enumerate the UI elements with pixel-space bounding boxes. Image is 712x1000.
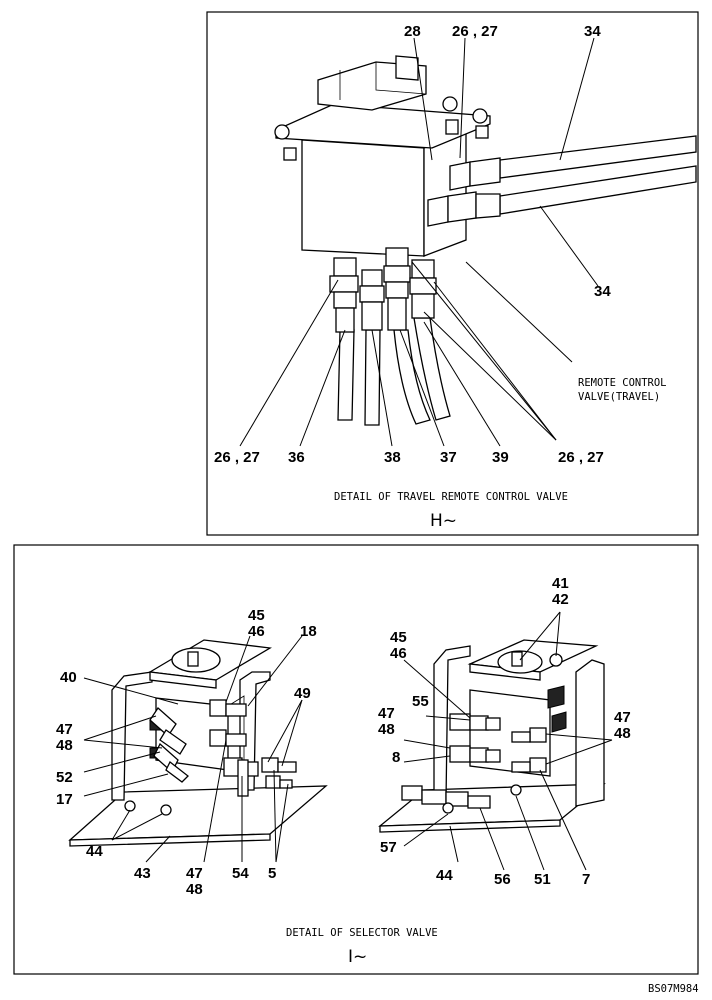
valve-block-front xyxy=(301,139,425,257)
top-leader-lines xyxy=(239,37,599,447)
callout-44-left: 44 xyxy=(86,843,103,860)
callout-47-right-b: 47 xyxy=(614,709,631,726)
bottom-panel-frame xyxy=(13,544,699,975)
callout-48-right-b: 48 xyxy=(614,725,631,742)
callout-45-right: 45 xyxy=(390,629,407,646)
callout-34-top: 34 xyxy=(584,23,601,40)
callout-38: 38 xyxy=(384,449,401,466)
right-fittings xyxy=(401,713,547,809)
callout-41: 41 xyxy=(552,575,569,592)
callout-45-left: 45 xyxy=(248,607,265,624)
top-view-mark: H~ xyxy=(430,511,457,531)
callout-37: 37 xyxy=(440,449,457,466)
callout-48-right-a: 48 xyxy=(378,721,395,738)
callout-47-left-b: 47 xyxy=(186,865,203,882)
callout-18: 18 xyxy=(300,623,317,640)
callout-17: 17 xyxy=(56,791,73,808)
bottom-fittings xyxy=(329,247,437,333)
callout-49: 49 xyxy=(294,685,311,702)
right-hoses xyxy=(499,135,697,215)
travel-remote-control-valve-drawing xyxy=(274,55,697,426)
left-base-plate xyxy=(68,785,328,841)
right-fittings xyxy=(427,157,501,227)
callout-47-right-a: 47 xyxy=(378,705,395,722)
component-label-line2: VALVE(TRAVEL) xyxy=(578,391,660,403)
top-caption: DETAIL OF TRAVEL REMOTE CONTROL VALVE xyxy=(334,491,568,503)
callout-43: 43 xyxy=(134,865,151,882)
callout-47-left-a: 47 xyxy=(56,721,73,738)
bottom-caption: DETAIL OF SELECTOR VALVE xyxy=(286,927,438,939)
callout-39: 39 xyxy=(492,449,509,466)
callout-46-right: 46 xyxy=(390,645,407,662)
callout-7: 7 xyxy=(582,871,590,888)
callout-28: 28 xyxy=(404,23,421,40)
bottom-callouts: 45 46 18 40 49 47 48 52 17 44 43 47 48 5… xyxy=(56,575,631,967)
mounting-bolts xyxy=(274,96,489,161)
callout-40: 40 xyxy=(60,669,77,686)
callout-34-right: 34 xyxy=(594,283,611,300)
callout-52: 52 xyxy=(56,769,73,786)
top-panel-frame xyxy=(206,11,699,536)
right-bracket xyxy=(433,645,471,801)
callout-26-27-right: 26 , 27 xyxy=(558,449,604,466)
callout-26-27-top: 26 , 27 xyxy=(452,23,498,40)
callout-48-left-b: 48 xyxy=(186,881,203,898)
callout-26-27-left: 26 , 27 xyxy=(214,449,260,466)
bottom-view-mark: I~ xyxy=(348,947,367,967)
callout-44-right: 44 xyxy=(436,867,453,884)
left-selector-valve-drawing xyxy=(68,639,328,847)
callout-56: 56 xyxy=(494,871,511,888)
callout-36: 36 xyxy=(288,449,305,466)
component-label-line1: REMOTE CONTROL xyxy=(578,377,667,389)
callout-54: 54 xyxy=(232,865,249,882)
callout-46-left: 46 xyxy=(248,623,265,640)
drawing-code: BS07M984 xyxy=(648,983,699,995)
bottom-leader-lines xyxy=(83,611,613,871)
callout-8: 8 xyxy=(392,749,400,766)
callout-55: 55 xyxy=(412,693,429,710)
top-callouts: 28 26 , 27 34 34 26 , 27 36 38 37 39 26 … xyxy=(214,23,667,531)
lower-hoses xyxy=(337,317,451,426)
callout-42: 42 xyxy=(552,591,569,608)
right-selector-valve-drawing xyxy=(378,639,606,833)
callout-5: 5 xyxy=(268,865,276,882)
callout-48-left-a: 48 xyxy=(56,737,73,754)
callout-57: 57 xyxy=(380,839,397,856)
callout-51: 51 xyxy=(534,871,551,888)
